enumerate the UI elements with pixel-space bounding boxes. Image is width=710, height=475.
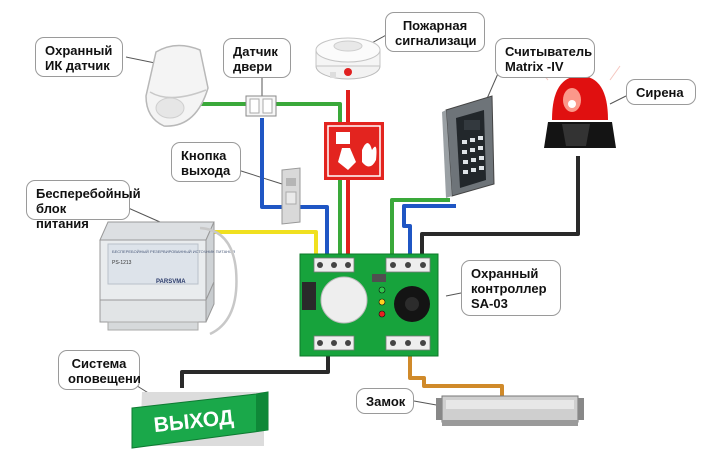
terminal-screws	[317, 262, 426, 346]
exit-button-device	[281, 167, 301, 225]
ups-label: Бесперебойный блок питания	[26, 180, 141, 231]
pointer-siren	[609, 95, 627, 105]
exit-sign: ВЫХОД	[131, 391, 269, 449]
ik-motion-sensor	[145, 44, 209, 127]
ups-model-text: PS-1213	[112, 260, 132, 266]
pointer-ups	[125, 206, 161, 223]
reader-keypad	[462, 136, 484, 174]
wire-reader-blue	[402, 204, 456, 258]
electromagnetic-lock	[436, 395, 584, 426]
ups-power-supply: БЕСПЕРЕБОЙНЫЙ РЕЗЕРВИРОВАННЫЙ ИСТОЧНИК П…	[99, 221, 238, 336]
wire-ups-yellow	[208, 230, 318, 258]
fire-alarm-label: Пожарная сигнализаци	[385, 12, 485, 52]
door-sensor	[245, 95, 277, 117]
reader-label: Считыватель Matrix -IV	[495, 38, 595, 78]
door-sensor-label: Датчик двери	[223, 38, 291, 78]
controller-board	[299, 253, 439, 357]
ups-brand-text: PARSVMA	[156, 279, 186, 285]
siren	[535, 64, 621, 148]
controller-label: Охранный контроллер SA-03	[461, 260, 561, 316]
card-reader	[442, 95, 495, 198]
siren-label: Сирена	[626, 79, 696, 105]
wire-lock-orange	[408, 356, 504, 396]
ik-sensor-label: Охранный ИК датчик	[35, 37, 123, 77]
wire-door-green	[276, 102, 342, 258]
wire-siren-black	[420, 156, 580, 258]
fire-alarm-sign	[324, 122, 384, 180]
exit-button-label: Кнопка выхода	[171, 142, 241, 182]
wires	[180, 90, 580, 396]
notification-label: Система оповещени	[58, 350, 141, 390]
wire-reader-green	[390, 198, 450, 258]
wire-exit-sign-black	[180, 356, 330, 388]
lock-label: Замок	[356, 388, 414, 414]
smoke-detector	[315, 37, 381, 80]
ups-title-text: БЕСПЕРЕБОЙНЫЙ РЕЗЕРВИРОВАННЫЙ ИСТОЧНИК П…	[112, 249, 235, 254]
